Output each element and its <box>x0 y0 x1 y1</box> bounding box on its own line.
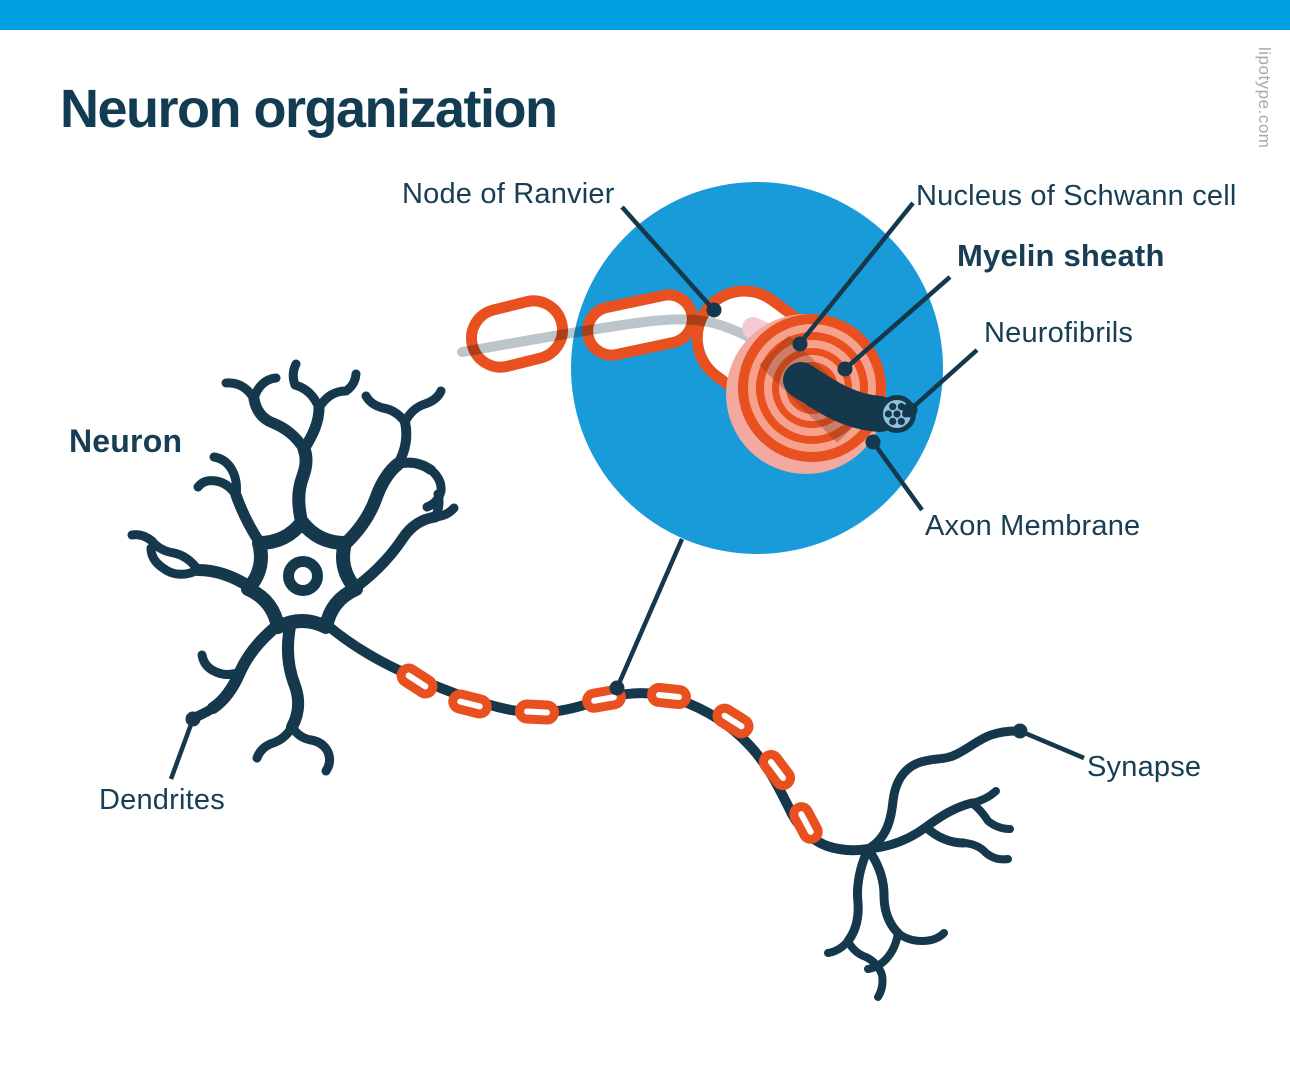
myelin-chain <box>396 663 823 844</box>
leader-synapse <box>1012 723 1085 761</box>
myelin-segment <box>582 685 626 713</box>
magnified-axon-view <box>457 285 916 474</box>
label-dendrites: Dendrites <box>99 784 225 816</box>
leader-nucleus-of-schwann-cell <box>792 201 915 352</box>
leader-lines <box>168 201 1085 780</box>
label-myelin-sheath: Myelin sheath <box>957 238 1165 273</box>
magnifier-connector <box>609 538 685 696</box>
leader-neurofibrils <box>902 348 979 418</box>
myelin-segment <box>712 703 754 739</box>
neuron-illustration <box>127 359 1021 1001</box>
magnified-bare-axon <box>783 362 898 432</box>
myelin-segment <box>448 689 492 719</box>
label-nucleus-of-schwann-cell: Nucleus of Schwann cell <box>916 180 1237 212</box>
myelin-segment <box>396 663 438 699</box>
dendrites-branches <box>127 359 459 776</box>
label-node-of-ranvier: Node of Ranvier <box>402 178 615 210</box>
myelin-segment <box>647 682 691 710</box>
leader-node-of-ranvier <box>620 205 722 318</box>
cell-nucleus <box>283 556 323 596</box>
myelin-segment <box>789 802 823 844</box>
synapse-terminals <box>824 726 1021 1001</box>
leader-dendrites <box>168 711 201 780</box>
axon <box>321 619 873 856</box>
label-synapse: Synapse <box>1087 751 1202 783</box>
myelin-segment <box>515 699 559 725</box>
watermark: lipotype.com <box>1255 47 1274 149</box>
top-bar <box>0 0 1290 30</box>
myelin-segment <box>758 750 796 790</box>
label-axon-membrane: Axon Membrane <box>925 510 1141 542</box>
label-neurofibrils: Neurofibrils <box>984 317 1134 349</box>
leader-axon-membrane <box>865 434 924 512</box>
label-neuron: Neuron <box>69 423 183 459</box>
page-title: Neuron organization <box>60 79 558 139</box>
leader-myelin-sheath <box>837 275 952 377</box>
